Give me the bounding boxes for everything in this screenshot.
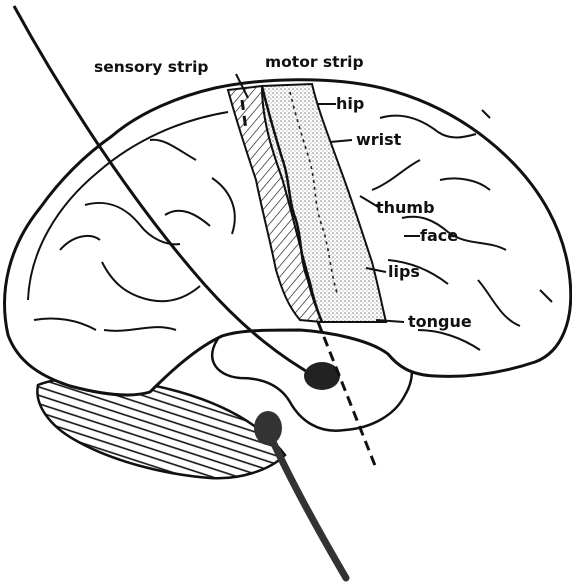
probe-tip-lower — [254, 411, 282, 445]
cerebellum — [37, 378, 285, 478]
thumb-label: thumb — [376, 200, 435, 216]
motor-strip-label: motor strip — [265, 55, 364, 71]
electrode-lower — [266, 426, 346, 578]
hip-label: hip — [336, 96, 364, 112]
wrist-label: wrist — [356, 132, 401, 148]
tongue-label: tongue — [408, 314, 472, 330]
sensory-strip-label: sensory strip — [94, 60, 208, 76]
probe-tip-upper — [304, 362, 340, 390]
face-label: face — [420, 228, 458, 244]
lips-label: lips — [388, 264, 420, 280]
